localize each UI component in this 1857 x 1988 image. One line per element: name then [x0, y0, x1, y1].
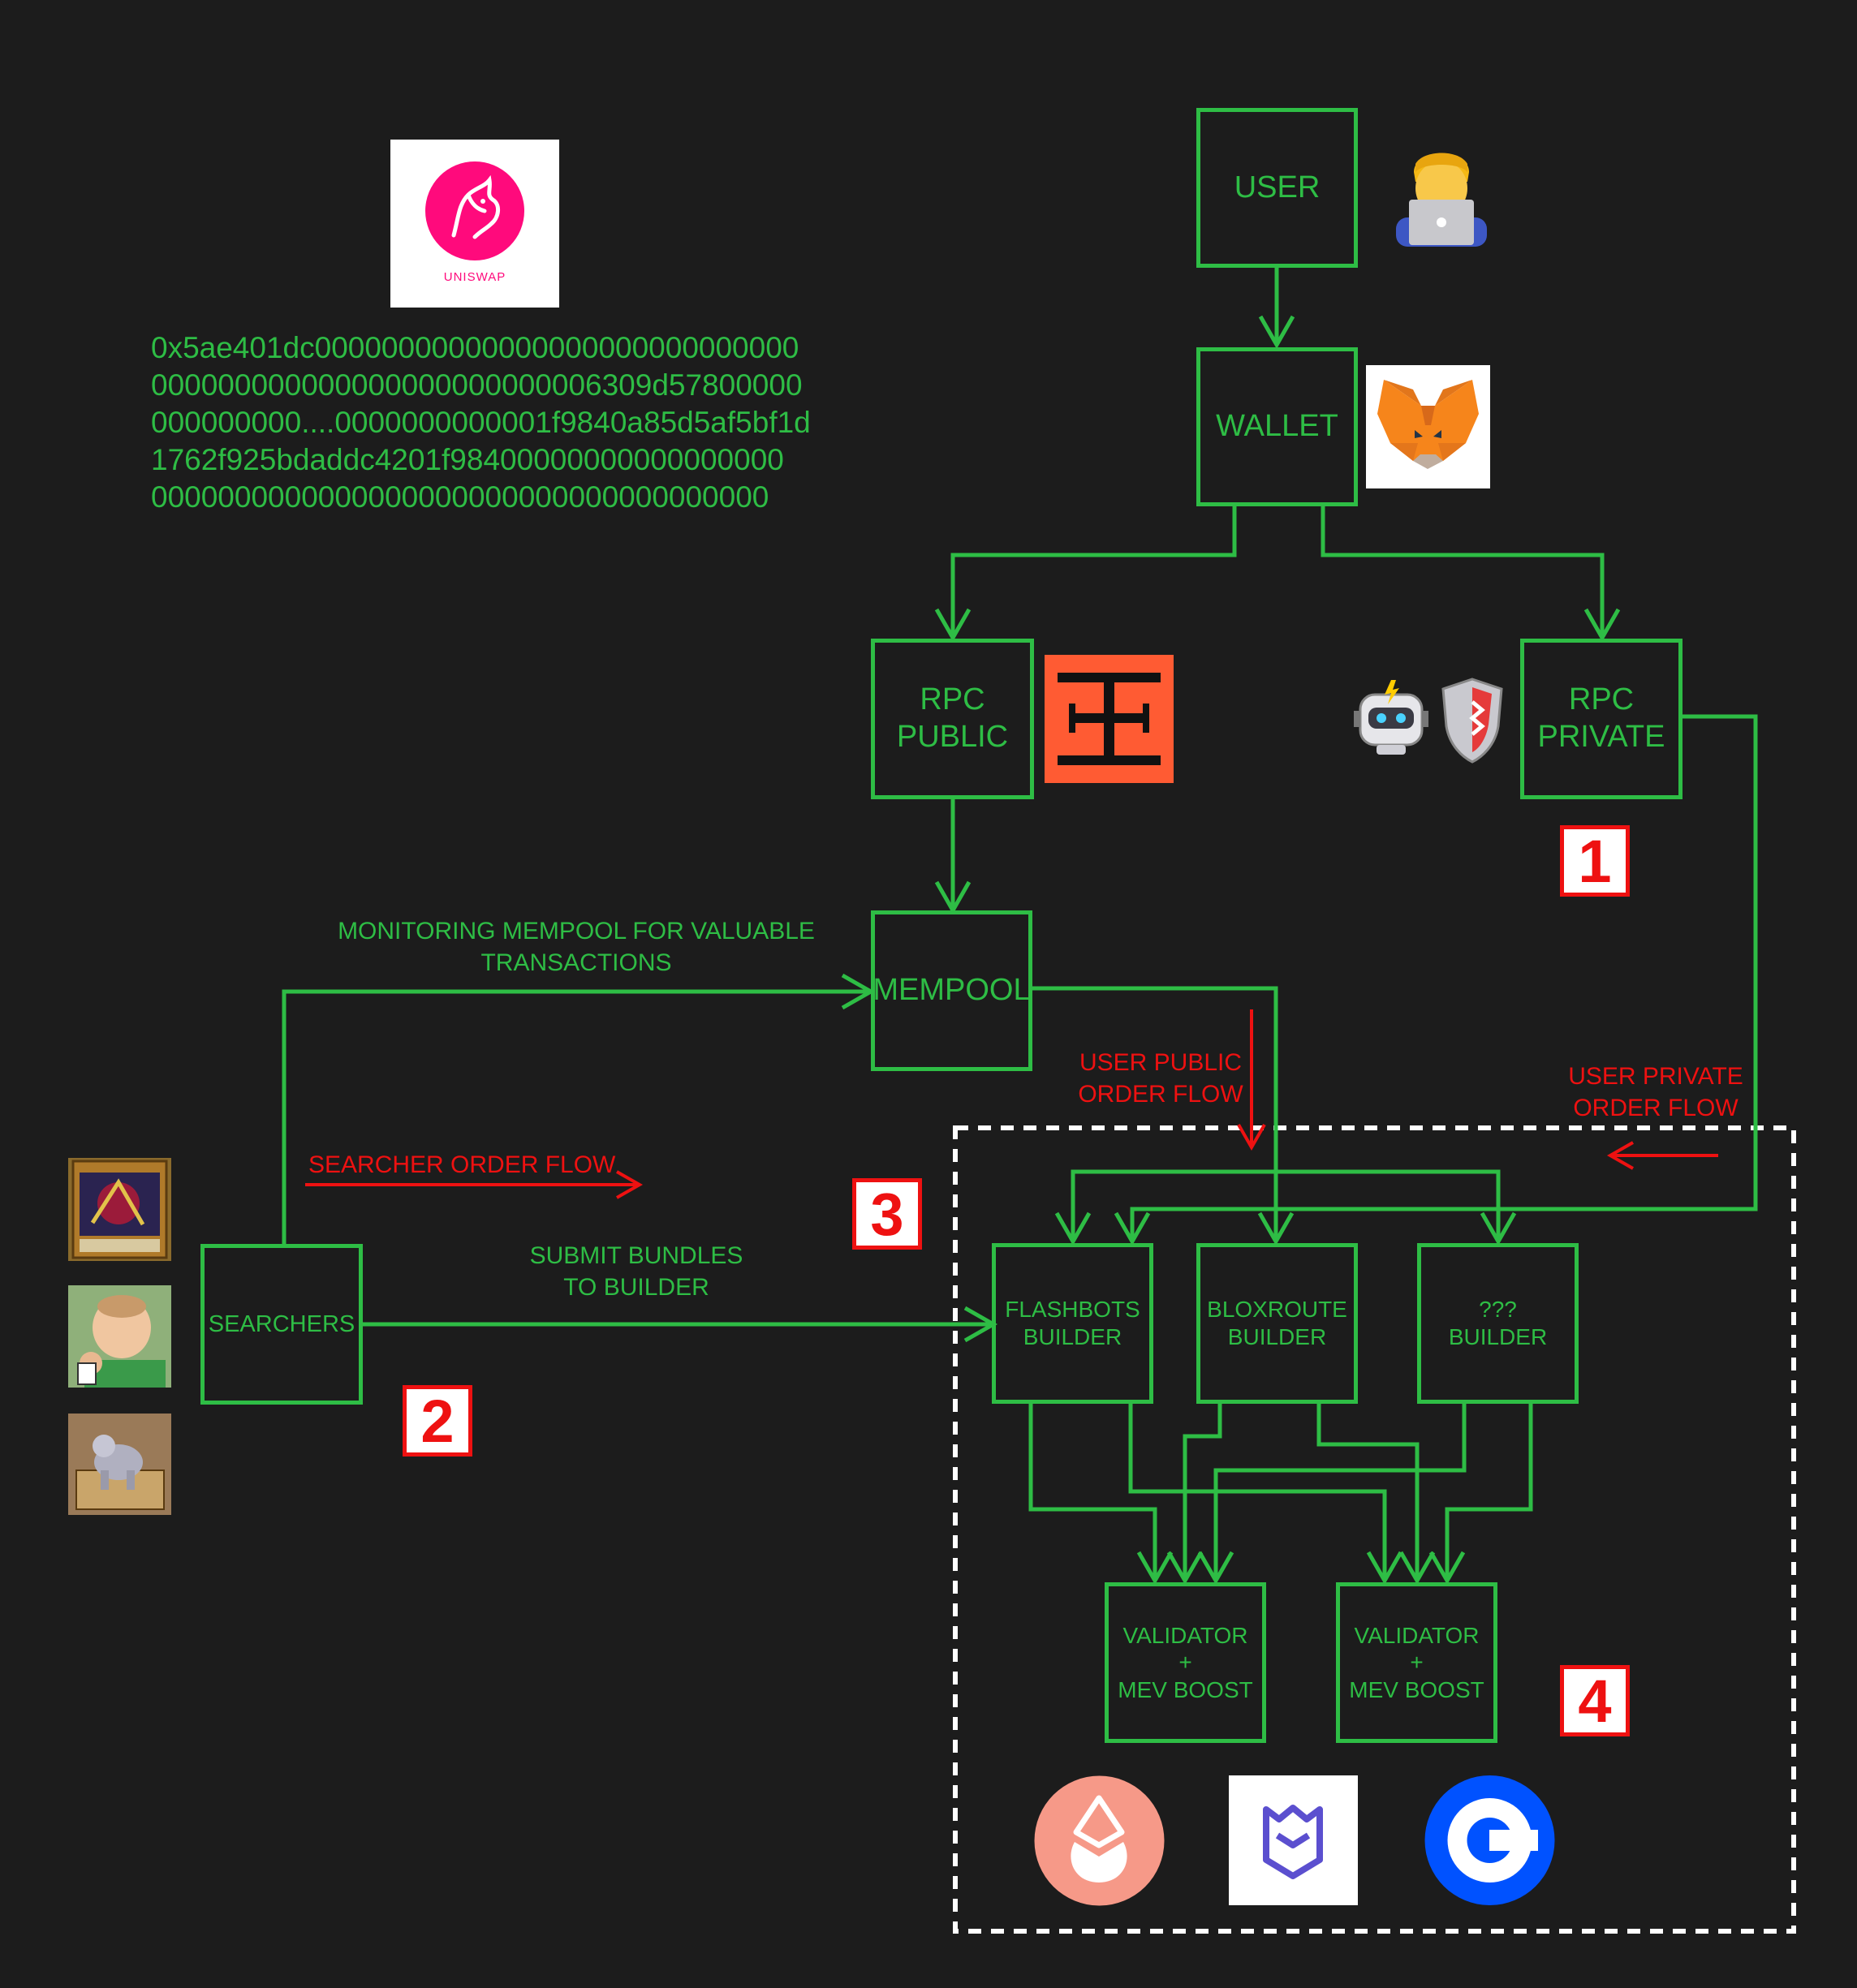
- edge-wallet-rpc-private: [1321, 506, 1621, 643]
- badge-2: 2: [403, 1385, 472, 1457]
- node-mempool: MEMPOOL: [871, 910, 1032, 1071]
- card-toy-icon: [68, 1414, 171, 1515]
- edge-public-to-flashbots: [1054, 1169, 1276, 1246]
- label-user-private-order-flow: USER PRIVATE ORDER FLOW: [1568, 1063, 1743, 1121]
- node-searchers: SEARCHERS: [200, 1244, 363, 1405]
- edge-wallet-rpc-public: [934, 506, 1237, 643]
- node-flashbots-builder: FLASHBOTS BUILDER: [992, 1243, 1153, 1404]
- edge-public-to-unknown: [1276, 1169, 1517, 1246]
- metamask-fox-icon: [1377, 380, 1479, 469]
- lido-icon: [1034, 1775, 1165, 1906]
- node-validator-1: VALIDATOR + MEV BOOST: [1105, 1582, 1266, 1743]
- shield-icon: [1441, 678, 1503, 764]
- uniswap-logo: UNISWAP: [390, 140, 559, 308]
- badge-4: 4: [1560, 1665, 1630, 1736]
- edge-mempool-bloxroute: [1032, 986, 1295, 1246]
- edge-bloxroute-validator1: [1166, 1402, 1222, 1586]
- badge-1: 1: [1560, 825, 1630, 897]
- infura-icon: [1058, 673, 1161, 765]
- node-bloxroute-builder: BLOXROUTE BUILDER: [1196, 1243, 1358, 1404]
- label-user-public-order-flow: USER PUBLIC ORDER FLOW: [1078, 1049, 1243, 1108]
- label-submit-bundles: SUBMIT BUNDLES TO BUILDER: [529, 1242, 743, 1301]
- card-toy-image: [68, 1414, 171, 1515]
- person-with-laptop-icon: [1396, 153, 1487, 247]
- stakewise-logo: [1229, 1775, 1358, 1905]
- robot-icon: [1354, 680, 1428, 755]
- node-validator-2: VALIDATOR + MEV BOOST: [1336, 1582, 1497, 1743]
- label-monitoring-mempool: MONITORING MEMPOOL FOR VALUABLE TRANSACT…: [338, 918, 815, 976]
- uniswap-unicorn-icon: [425, 161, 524, 260]
- label-searcher-order-flow: SEARCHER ORDER FLOW: [308, 1151, 616, 1178]
- node-wallet: WALLET: [1196, 347, 1358, 506]
- edge-flashbots-validator1: [1028, 1402, 1174, 1586]
- node-rpc-private: RPC PRIVATE: [1520, 639, 1683, 799]
- edge-unknown-validator1: [1197, 1402, 1467, 1586]
- edge-rpc-private-builders: [1114, 714, 1758, 1246]
- edge-bloxroute-validator2: [1316, 1402, 1436, 1586]
- infura-logo: [1045, 655, 1174, 783]
- edge-unknown-validator2: [1428, 1402, 1533, 1586]
- node-user: USER: [1196, 108, 1358, 268]
- edge-flashbots-validator2: [1128, 1402, 1403, 1586]
- uniswap-wordmark: UNISWAP: [443, 270, 506, 284]
- node-rpc-public: RPC PUBLIC: [871, 639, 1034, 799]
- badge-3: 3: [852, 1178, 922, 1250]
- success-kid-icon: [68, 1285, 171, 1388]
- stakewise-icon: [1263, 1805, 1323, 1879]
- builder-region-border: [953, 1125, 1796, 1934]
- trading-card-icon: [71, 1160, 168, 1259]
- node-unknown-builder: ??? BUILDER: [1417, 1243, 1579, 1404]
- trading-card-image: [68, 1158, 171, 1261]
- coinbase-icon: [1424, 1775, 1555, 1905]
- metamask-logo: [1366, 365, 1490, 488]
- success-kid-image: [68, 1285, 171, 1388]
- edge-searchers-mempool: [282, 973, 876, 1244]
- transaction-calldata: 0x5ae401dc00000000000000000000000000000 …: [151, 331, 811, 514]
